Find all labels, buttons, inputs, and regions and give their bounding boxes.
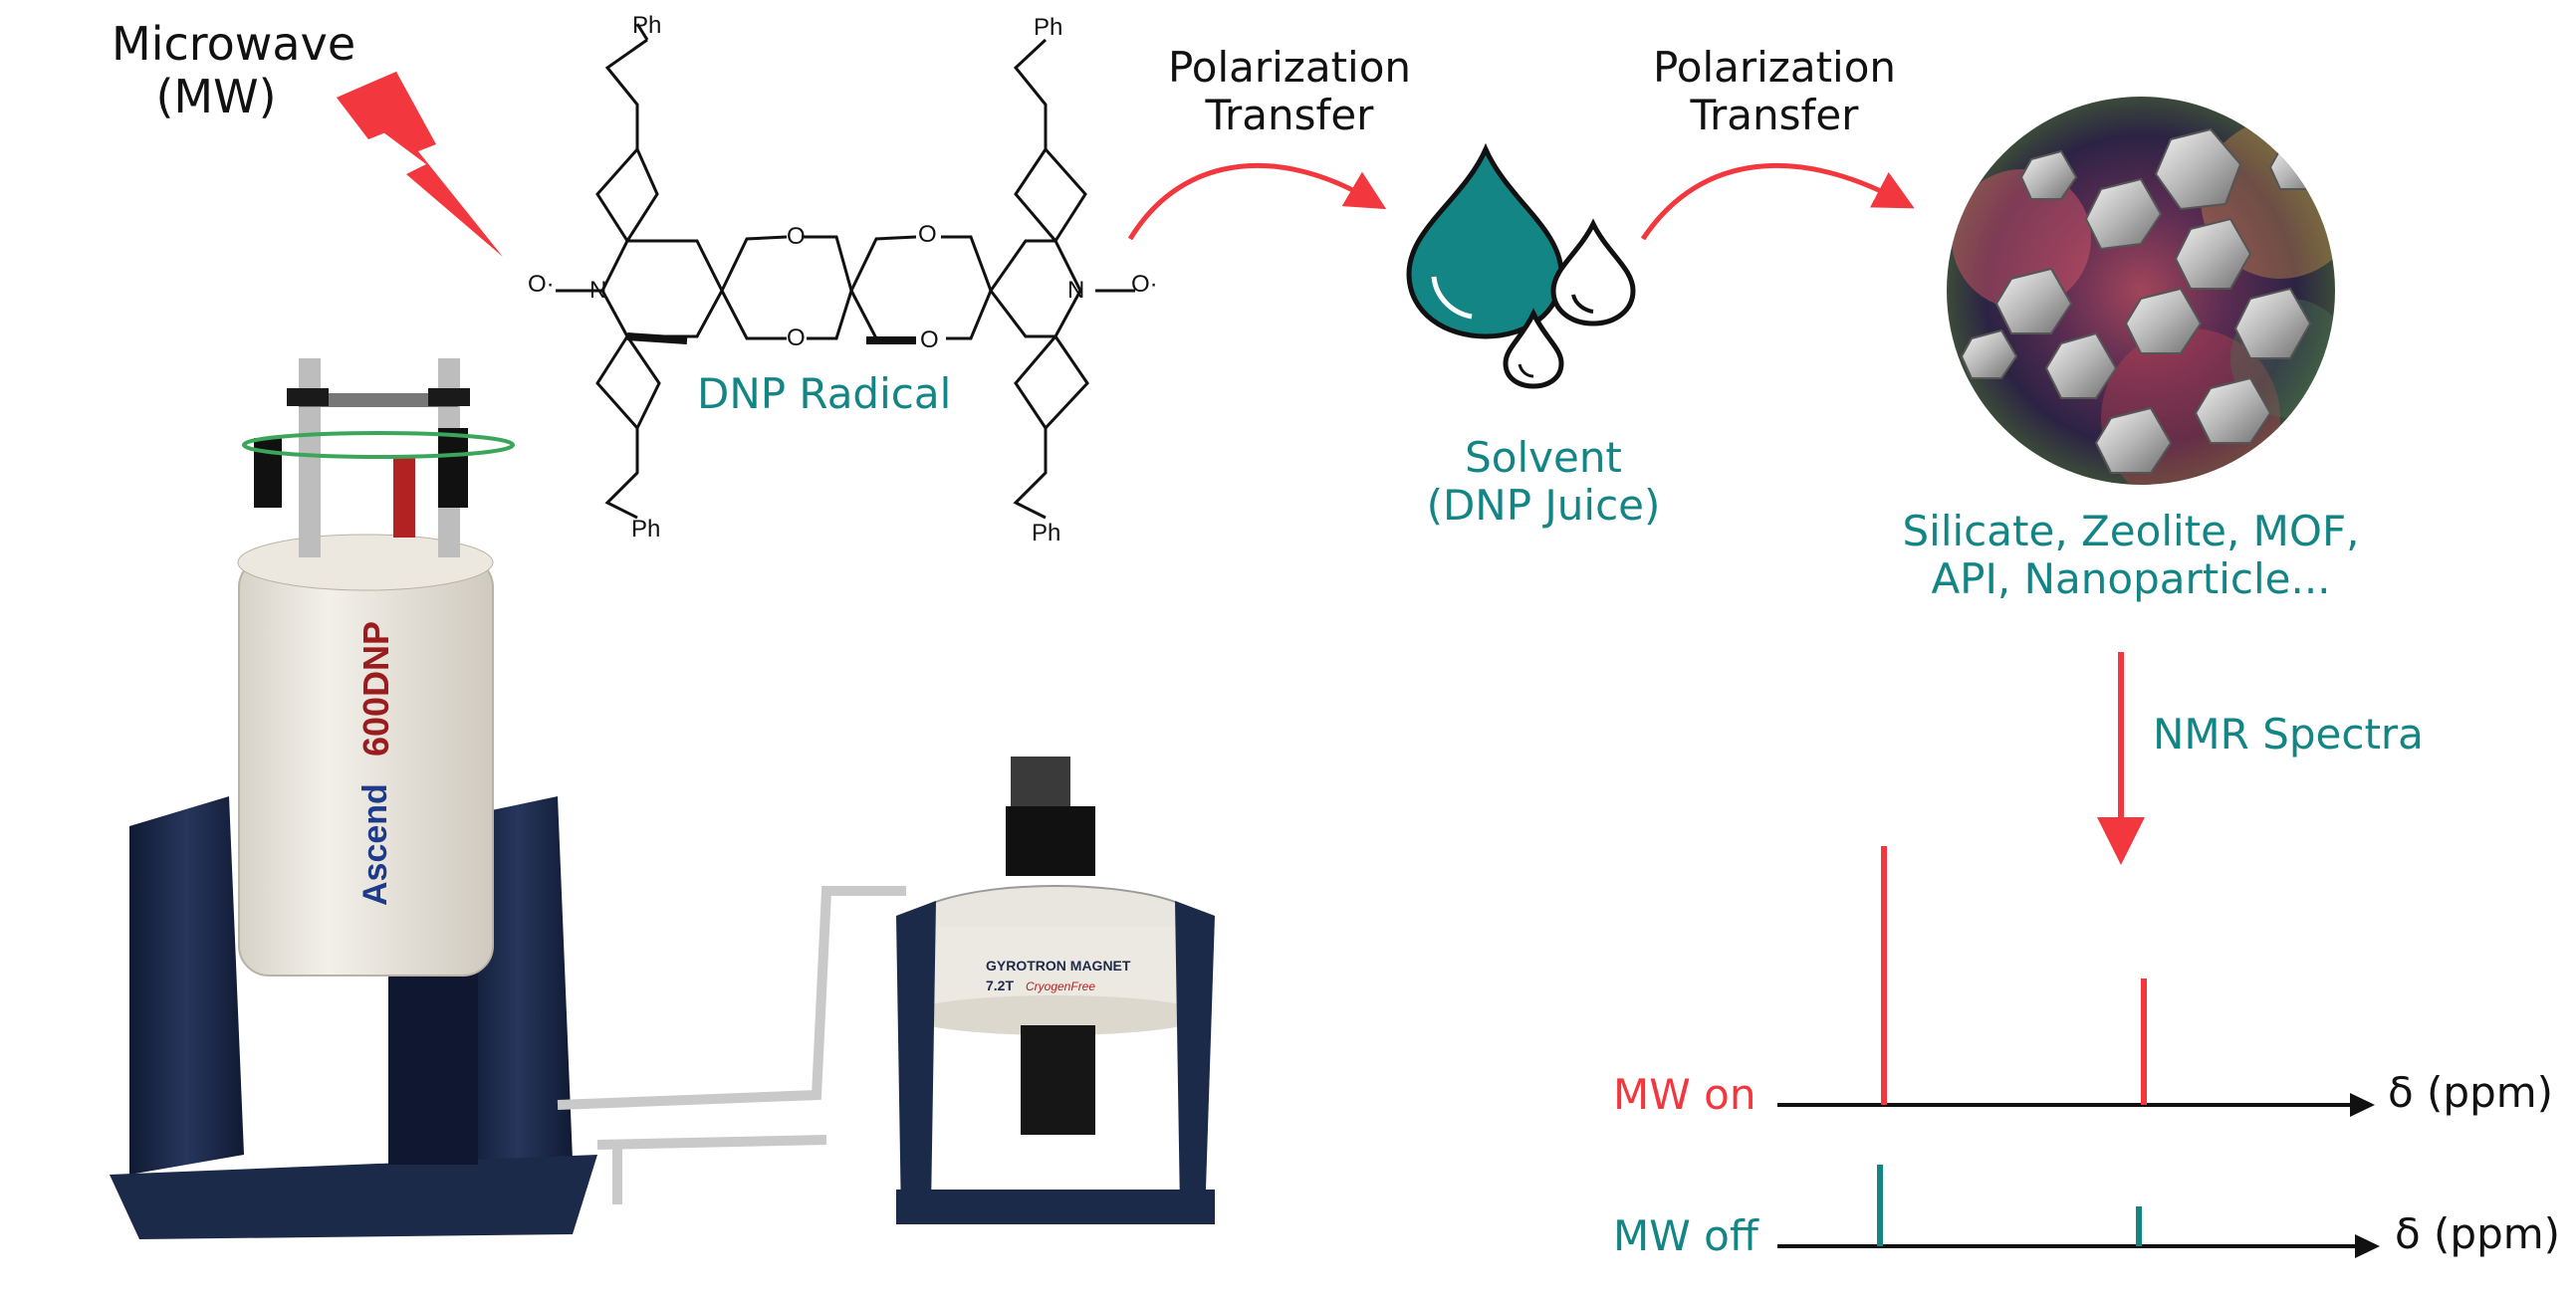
polarization-transfer-1: Polarization Transfer [1167, 43, 1412, 140]
arrow-icon [1640, 162, 1915, 241]
ph-label: Ph [1034, 14, 1063, 41]
oxygen-atom: O [787, 325, 806, 351]
materials-label: Silicate, Zeolite, MOF, API, Nanoparticl… [1902, 507, 2360, 604]
ph-label: Ph [632, 12, 662, 39]
mw-on-label: MW on [1613, 1070, 1756, 1119]
oxygen-atom: O [920, 326, 939, 353]
nitrogen-atom: N [1067, 277, 1085, 304]
gyrotron-label: GYROTRON MAGNET [986, 958, 1131, 974]
arrow-icon [1127, 162, 1387, 241]
lightning-icon [337, 72, 503, 257]
nmr-spectra-plot [1777, 846, 2380, 1258]
polarization-transfer-2: Polarization Transfer [1652, 43, 1897, 140]
axis-label-off: δ (ppm) [2395, 1209, 2561, 1258]
radical-dashed-bonds [627, 236, 917, 242]
dnp-radical-label: DNP Radical [697, 369, 952, 418]
nanoparticle-icon [1947, 97, 2335, 485]
oxygen-atom: O [918, 221, 937, 248]
microwave-label: Microwave (MW) [112, 17, 356, 123]
gyrotron-magnet: GYROTRON MAGNET 7.2T CryogenFree [896, 757, 1215, 1224]
gyrotron-field: 7.2T [986, 977, 1014, 993]
nmr-spectra-label: NMR Spectra [2153, 710, 2424, 759]
nitroxide-o: O· [528, 271, 555, 298]
nmr-magnet: Ascend 600DNP [110, 358, 597, 1239]
waveguide [557, 886, 906, 1204]
oxygen-atom: O [787, 223, 806, 250]
magnet-brand: Ascend [356, 783, 394, 906]
nitrogen-atom: N [589, 277, 607, 304]
dnp-radical-structure [556, 23, 1135, 520]
ph-label: Ph [1032, 520, 1061, 546]
droplets-icon [1406, 142, 1636, 389]
solvent-label: Solvent (DNP Juice) [1426, 433, 1661, 531]
gyrotron-sub: CryogenFree [1026, 979, 1095, 993]
magnet-model: 600DNP [355, 621, 396, 757]
ph-label: Ph [631, 516, 661, 542]
axis-label-on: δ (ppm) [2388, 1068, 2554, 1117]
mw-off-label: MW off [1613, 1211, 1758, 1260]
nitroxide-o: O· [1131, 271, 1158, 298]
